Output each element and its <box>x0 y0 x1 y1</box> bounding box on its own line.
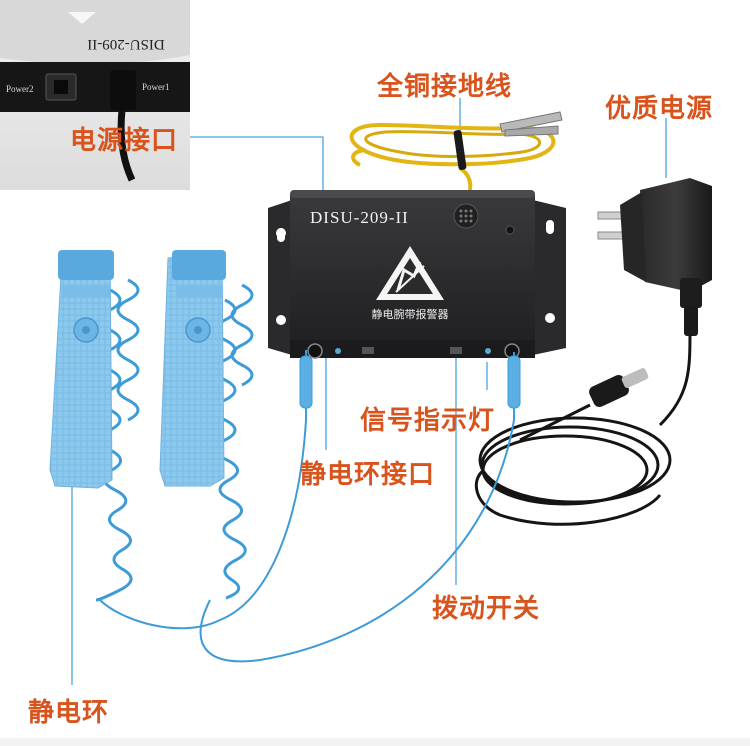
device-speaker-grill <box>453 203 479 229</box>
adapter-strain-relief <box>684 306 698 336</box>
power-adapter <box>597 178 712 427</box>
dc-plug-tip <box>621 368 649 388</box>
device-screw <box>505 225 515 235</box>
inset-cable <box>117 109 136 182</box>
device-right-ear <box>533 200 566 355</box>
callout-wrist-port: 静电环接口 <box>300 460 436 490</box>
inset-plug <box>110 70 136 110</box>
toggle-switch-right <box>450 347 462 354</box>
toggle-switch-left <box>362 347 374 354</box>
inset-power1-label: Power1 <box>142 82 170 92</box>
wrist-strap-left <box>49 250 114 489</box>
callout-power-port: 电源接口 <box>70 126 179 156</box>
alligator-clip <box>499 111 563 137</box>
ground-wire <box>349 111 563 191</box>
inset-power2-label: Power2 <box>6 84 34 94</box>
callout-wrist-strap: 静电环 <box>28 698 110 728</box>
wrist-port-left <box>307 343 323 359</box>
esd-warning-icon <box>376 246 444 300</box>
signal-light-left <box>335 348 341 354</box>
alarm-device: DISU-209-II 静电腕带报警器 <box>268 190 566 359</box>
callout-power-supply: 优质电源 <box>605 94 714 124</box>
inset-device-back <box>0 62 190 112</box>
device-model-text: DISU-209-II <box>310 208 409 227</box>
callout-ground-wire: 全铜接地线 <box>377 72 513 102</box>
inset-photo: DISU-209-II Power2 Power1 <box>0 0 190 190</box>
device-left-ear <box>268 200 292 355</box>
device-name-text: 静电腕带报警器 <box>372 307 449 321</box>
wrist-strap-right <box>159 250 226 487</box>
leader-power-port <box>190 136 324 200</box>
adapter-body <box>640 178 712 292</box>
power-cable <box>474 368 672 526</box>
adapter-prong-bottom <box>597 231 625 240</box>
callout-signal-lights: 信号指示灯 <box>360 406 496 436</box>
signal-light-right <box>485 348 491 354</box>
callout-toggle-switch: 拨动开关 <box>432 594 541 624</box>
coil-cords <box>95 278 521 663</box>
adapter-prong-top <box>597 211 625 220</box>
inset-model-text: DISU-209-II <box>87 36 164 52</box>
